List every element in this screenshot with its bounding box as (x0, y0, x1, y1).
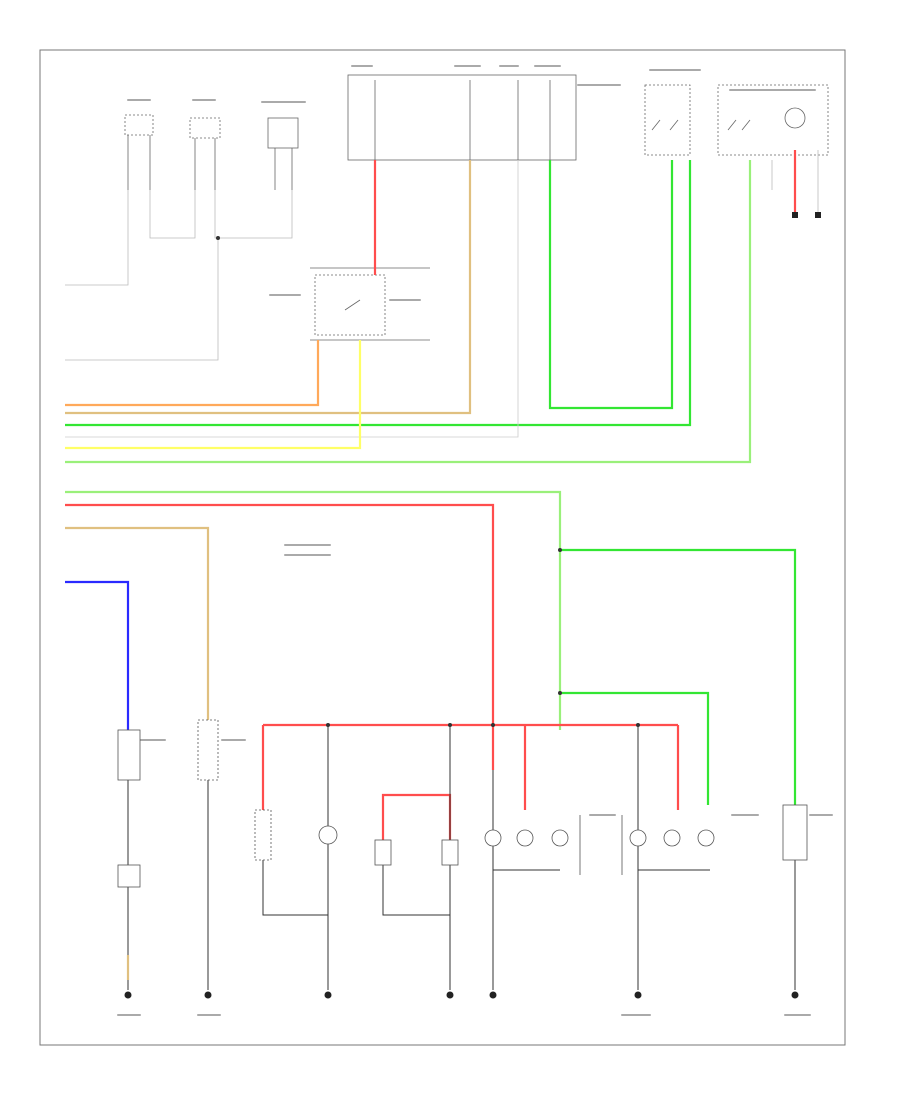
switch-icon (124, 114, 154, 190)
ground-icon (124, 991, 132, 999)
label-marks (117, 65, 833, 1016)
bulb-icon (629, 829, 647, 847)
bulb-icon (318, 825, 338, 845)
switch-icon (254, 809, 272, 861)
switch-icon (189, 117, 221, 190)
wire-bus (65, 150, 819, 850)
ground-icon (204, 991, 212, 999)
bulb-icon (663, 829, 681, 847)
top-components (124, 74, 829, 190)
ground-icon (634, 991, 642, 999)
bulb-icon (551, 829, 569, 847)
relay-icon (782, 804, 808, 861)
bulb-icon (484, 829, 502, 847)
relay-icon (374, 839, 392, 866)
lamp-components (117, 719, 808, 888)
bulb-icon (516, 829, 534, 847)
switch-icon (717, 84, 829, 156)
junction-dots (216, 236, 640, 727)
relay-icon (441, 839, 459, 866)
relay-icon (117, 864, 141, 888)
ground-terminals (124, 212, 821, 999)
ground-icon (791, 991, 799, 999)
relay-icon (117, 729, 141, 781)
ground-icon (324, 991, 332, 999)
ground-wires (127, 725, 796, 990)
diagram-frame (39, 49, 846, 1046)
switch-icon (267, 117, 299, 190)
bulb-icon (697, 829, 715, 847)
switch-icon (197, 719, 219, 781)
ground-icon (489, 991, 497, 999)
switch-icon (644, 84, 691, 156)
fuse-box-icon (347, 74, 577, 161)
relay-icon (310, 267, 430, 341)
ground-icon (446, 991, 454, 999)
